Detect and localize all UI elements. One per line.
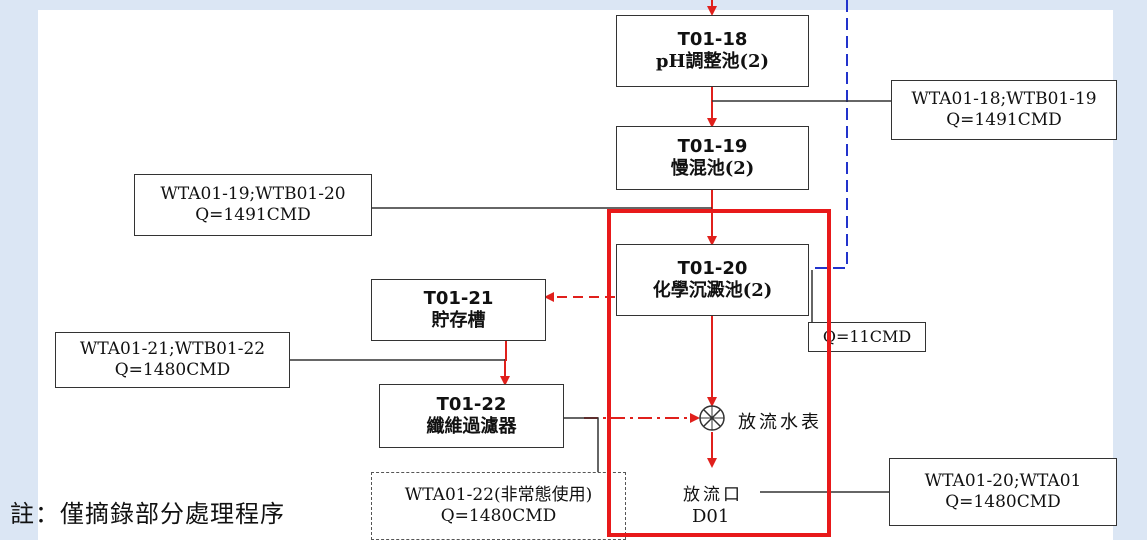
footnote: 註：僅摘錄部分處理程序 [10, 500, 285, 528]
unit-t01-19: T01-19 慢混池(2) [616, 126, 809, 190]
unit-t01-20: T01-20 化學沉澱池(2) [616, 244, 809, 316]
tag-flow: Q=1480CMD [114, 360, 231, 380]
unit-name: 化學沉澱池(2) [652, 280, 773, 301]
tag-wta01-18: WTA01-18;WTB01-19 Q=1491CMD [891, 80, 1117, 140]
tag-wta01-22: WTA01-22(非常態使用) Q=1480CMD [371, 472, 626, 540]
tag-flow: Q=1480CMD [945, 492, 1061, 512]
outlet-code: D01 [692, 506, 730, 527]
tag-ids: WTA01-18;WTB01-19 [911, 88, 1097, 109]
tag-ids: WTA01-21;WTB01-22 [79, 338, 266, 359]
tag-flow: Q=1491CMD [195, 205, 311, 225]
unit-name: 纖維過濾器 [426, 416, 517, 437]
tag-wta01-19: WTA01-19;WTB01-20 Q=1491CMD [134, 174, 372, 236]
unit-code: T01-21 [423, 287, 494, 309]
sludge-flow: Q=11CMD [822, 327, 912, 346]
unit-name: pH調整池(2) [655, 51, 770, 72]
outlet-name: 放流口 [683, 485, 743, 505]
flow-meter-icon [699, 405, 725, 431]
tag-ids: WTA01-22(非常態使用) [404, 484, 593, 505]
unit-code: T01-20 [677, 257, 748, 279]
unit-t01-21: T01-21 貯存槽 [371, 279, 546, 341]
unit-t01-22: T01-22 纖維過濾器 [379, 384, 564, 448]
tag-flow: Q=1491CMD [946, 110, 1062, 130]
unit-code: T01-18 [677, 28, 748, 50]
blue-dashed-line [812, 0, 848, 269]
tag-flow: Q=1480CMD [440, 506, 557, 526]
tag-wta01-21: WTA01-21;WTB01-22 Q=1480CMD [55, 332, 290, 388]
unit-name: 慢混池(2) [670, 158, 755, 179]
meter-label: 放流水表 [738, 412, 822, 433]
tag-wta01-20: WTA01-20;WTA01 Q=1480CMD [889, 458, 1117, 526]
tag-ids: WTA01-19;WTB01-20 [160, 183, 346, 204]
highlight-box [607, 209, 831, 537]
flow-line-21-22 [500, 340, 510, 386]
unit-code: T01-19 [677, 135, 748, 157]
unit-code: T01-22 [436, 393, 507, 415]
unit-t01-18: T01-18 pH調整池(2) [616, 15, 809, 87]
tag-ids: WTA01-20;WTA01 [924, 470, 1082, 491]
unit-name: 貯存槽 [431, 310, 486, 331]
